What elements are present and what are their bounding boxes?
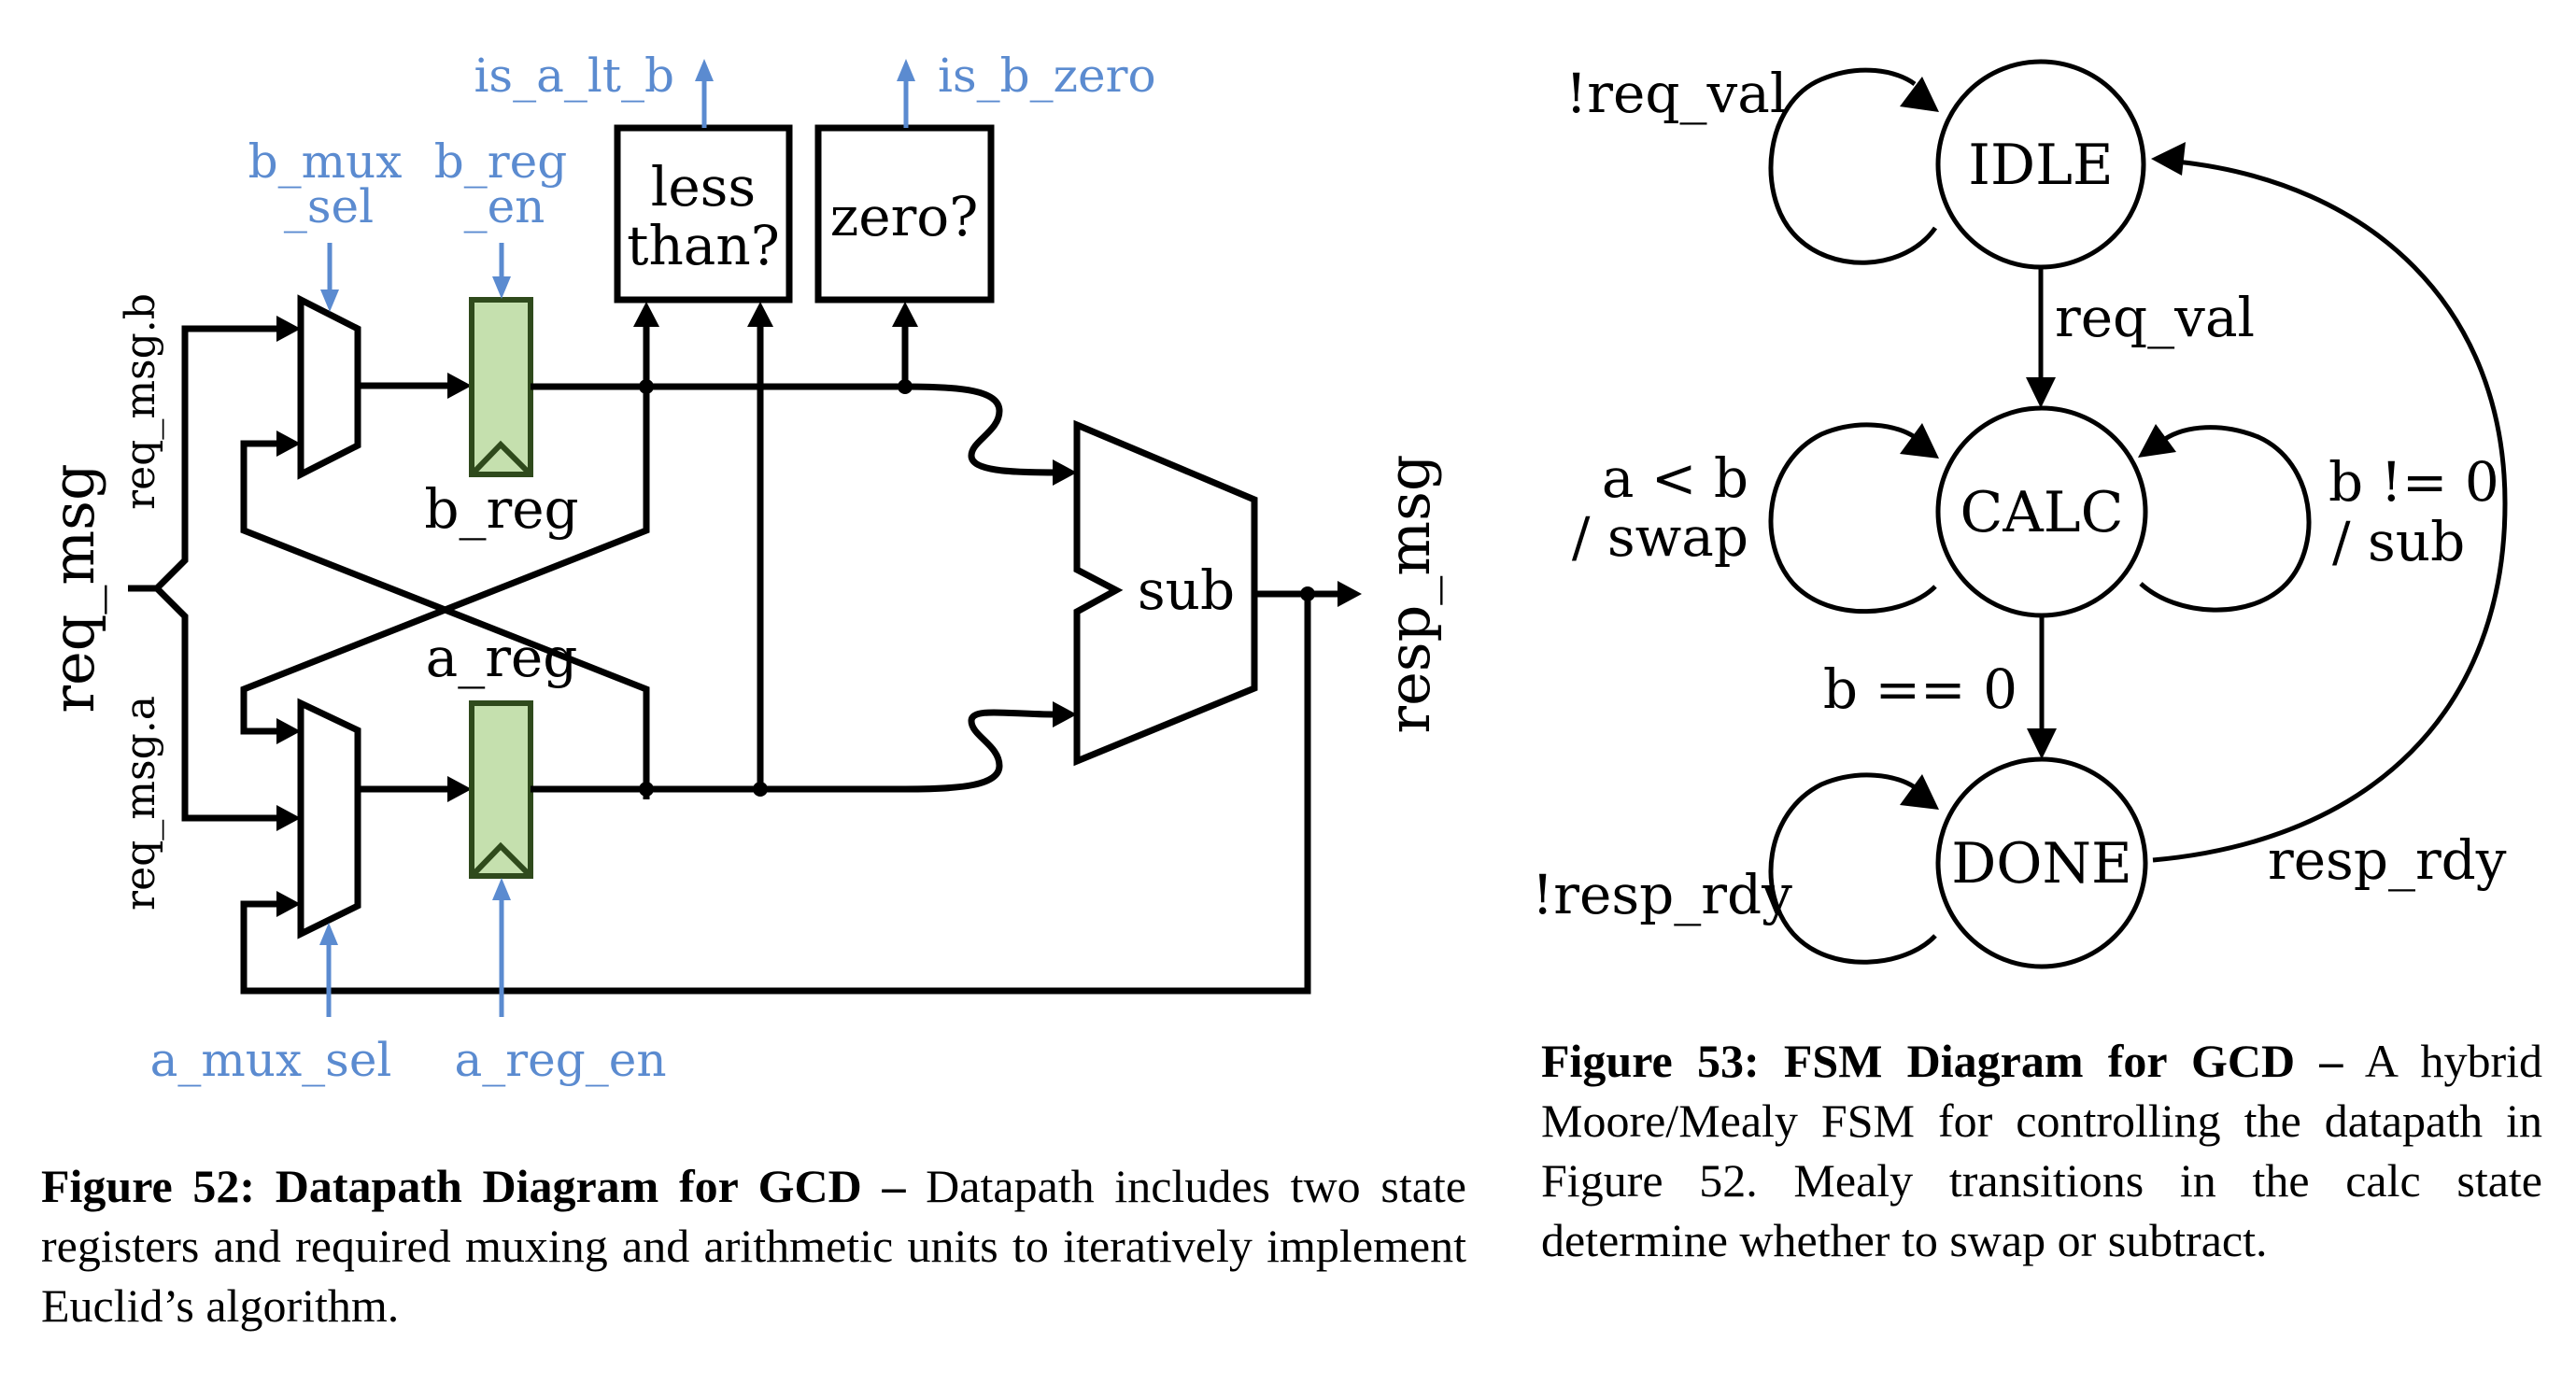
figure-53-caption-label: Figure 53: FSM Diagram for GCD – bbox=[1541, 1035, 2343, 1087]
idle-self-label: !req_val bbox=[1565, 62, 1787, 125]
b-reg-en-label-1: b_reg bbox=[434, 134, 568, 189]
a-reg-output-wire bbox=[531, 709, 1056, 793]
req-msg-label: req_msg bbox=[39, 463, 107, 713]
less-than-label-1: less bbox=[651, 155, 756, 219]
done-to-idle-label: resp_rdy bbox=[2268, 828, 2507, 892]
arrowhead bbox=[276, 316, 301, 342]
calc-right-label-1: b != 0 bbox=[2328, 450, 2499, 514]
b-mux-sel-label-1: b_mux bbox=[248, 134, 403, 189]
b-reg-output-wire bbox=[531, 383, 1056, 476]
sub-unit bbox=[1073, 419, 1258, 767]
arrowhead bbox=[447, 373, 472, 399]
junction-dot bbox=[753, 782, 768, 797]
arrowhead bbox=[1900, 774, 1939, 810]
b-reg-label: b_reg bbox=[424, 477, 578, 541]
idle-self-loop bbox=[1768, 67, 1938, 265]
a-reg-label: a_reg bbox=[426, 626, 578, 689]
state-done-label: DONE bbox=[1951, 831, 2132, 897]
less-than-unit bbox=[614, 124, 793, 304]
arrowhead bbox=[492, 276, 511, 299]
b-to-a-mux-wire bbox=[240, 387, 650, 735]
a-mux-sel-label: a_mux_sel bbox=[150, 1033, 392, 1087]
arrowhead bbox=[1900, 77, 1939, 112]
req-msg-a-wire bbox=[154, 586, 280, 822]
figure-52-caption-text: Datapath includes two state registers an… bbox=[41, 1160, 1466, 1332]
less-than-label-2: than? bbox=[627, 214, 780, 277]
clock-icon bbox=[472, 841, 531, 876]
a-mux bbox=[297, 698, 361, 939]
req-msg-b-label: req_msg.b bbox=[117, 293, 164, 510]
is-a-lt-b-label: is_a_lt_b bbox=[474, 49, 674, 103]
b-mux-sel-label-2: _sel bbox=[284, 179, 374, 233]
figure-52-caption-label: Figure 52: Datapath Diagram for GCD – bbox=[41, 1160, 906, 1212]
arrowhead bbox=[695, 59, 714, 81]
idle-to-calc-label: req_val bbox=[2055, 286, 2255, 349]
arrowhead bbox=[276, 805, 301, 831]
arrowhead bbox=[319, 923, 338, 945]
state-idle-label: IDLE bbox=[1968, 133, 2113, 198]
arrowhead bbox=[320, 290, 339, 312]
a-reg-en-label: a_reg_en bbox=[454, 1033, 666, 1087]
clock-icon bbox=[472, 440, 531, 474]
arrowhead bbox=[892, 302, 918, 327]
b-mux bbox=[297, 294, 361, 480]
arrowhead bbox=[1053, 701, 1077, 727]
calc-left-label-2: / swap bbox=[1572, 505, 1748, 569]
calc-self-loop-right bbox=[2139, 425, 2312, 613]
arrowhead bbox=[2026, 377, 2056, 408]
arrowhead bbox=[276, 431, 301, 457]
arrowhead bbox=[2151, 142, 2186, 176]
a-to-b-mux-wire bbox=[240, 440, 650, 799]
arrowhead bbox=[276, 718, 301, 744]
arrowhead bbox=[1338, 581, 1362, 607]
figure-52-caption: Figure 52: Datapath Diagram for GCD – Da… bbox=[41, 1156, 1466, 1335]
sub-feedback-wire bbox=[240, 594, 1311, 995]
figure-53-caption-text: A hybrid Moore/Mealy FSM for controlling… bbox=[1541, 1035, 2542, 1266]
junction-dot bbox=[639, 782, 654, 797]
sub-label: sub bbox=[1138, 558, 1235, 622]
zero-unit bbox=[814, 124, 995, 304]
done-self-loop bbox=[1768, 772, 1937, 965]
arrowhead bbox=[276, 891, 301, 917]
b-reg-en-label-2: _en bbox=[464, 179, 545, 233]
zero-label: zero? bbox=[830, 185, 979, 248]
req-msg-a-label: req_msg.a bbox=[117, 696, 164, 911]
junction-dot bbox=[1300, 586, 1315, 601]
arrowhead bbox=[2027, 728, 2057, 759]
done-self-label: !resp_rdy bbox=[1532, 863, 1792, 926]
datapath-diagram: req_msg req_msg.b req_msg.a bbox=[39, 49, 1443, 1087]
arrowhead bbox=[492, 878, 511, 900]
arrowhead bbox=[633, 302, 659, 327]
arrowhead bbox=[747, 302, 773, 327]
req-msg-split-wire bbox=[128, 325, 280, 592]
calc-right-label-2: / sub bbox=[2332, 510, 2465, 573]
resp-msg-label: resp_msg bbox=[1375, 454, 1443, 733]
arrowhead bbox=[1900, 423, 1939, 459]
arrowhead bbox=[897, 59, 915, 81]
arrowhead bbox=[1053, 459, 1077, 486]
is-b-zero-label: is_b_zero bbox=[938, 49, 1156, 103]
b-register bbox=[469, 297, 533, 477]
calc-self-loop-left bbox=[1768, 422, 1937, 614]
a-register bbox=[469, 700, 533, 879]
fsm-diagram: IDLE CALC DONE !req_val req_val a < b / … bbox=[1532, 59, 2508, 969]
arrowhead bbox=[2138, 424, 2176, 458]
calc-to-done-label: b == 0 bbox=[1823, 657, 2017, 721]
state-calc-label: CALC bbox=[1960, 480, 2124, 545]
figure-53-caption: Figure 53: FSM Diagram for GCD – A hybri… bbox=[1541, 1031, 2542, 1270]
arrowhead bbox=[447, 776, 472, 802]
done-to-idle-edge bbox=[2152, 159, 2508, 863]
junction-dot bbox=[639, 379, 654, 394]
calc-left-label-1: a < b bbox=[1602, 446, 1748, 510]
junction-dot bbox=[898, 379, 913, 394]
